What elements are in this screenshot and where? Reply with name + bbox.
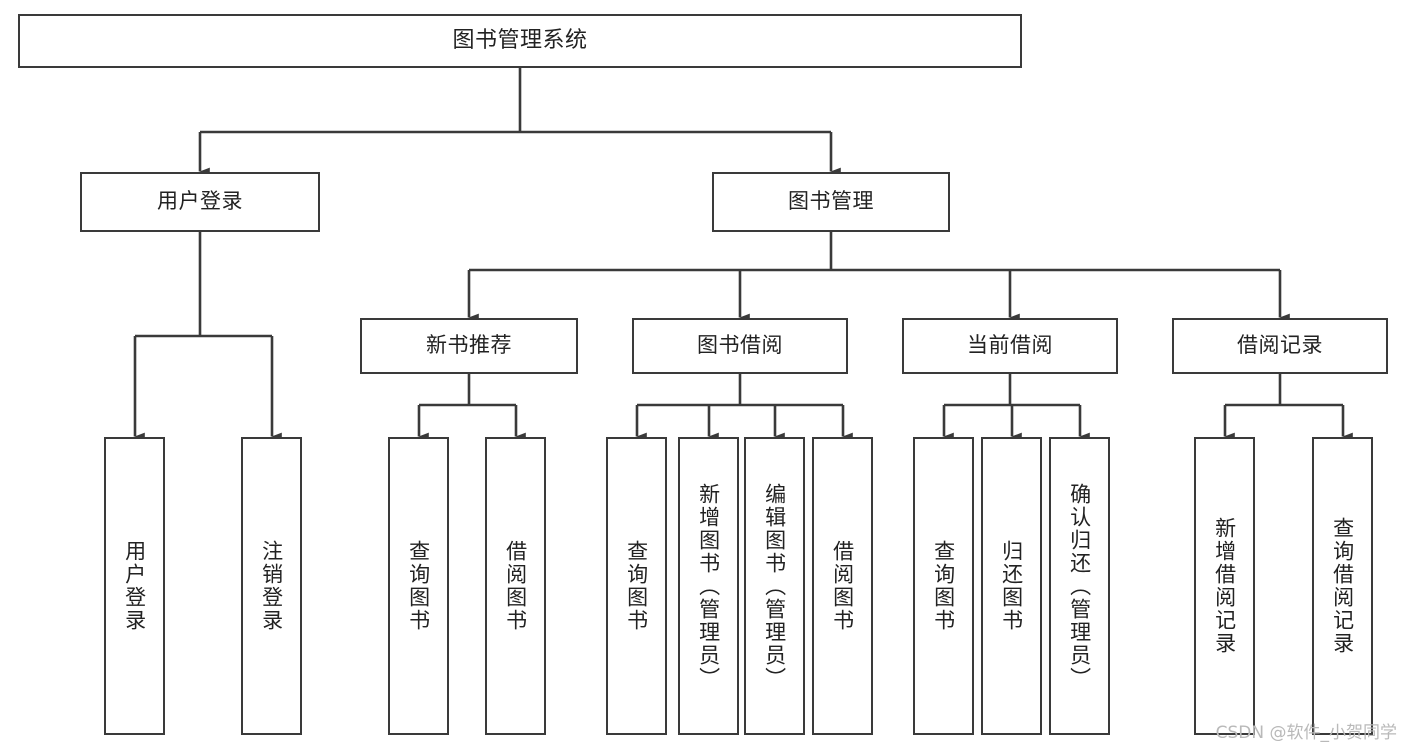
node-label: 归还图书 bbox=[999, 540, 1024, 632]
node-label: 查询图书 bbox=[931, 540, 956, 632]
node-label: 图书借阅 bbox=[697, 333, 783, 358]
node-book-management[interactable]: 图书管理 bbox=[712, 172, 950, 232]
node-label: 用户登录 bbox=[157, 189, 243, 214]
node-label: 图书管理 bbox=[788, 189, 874, 214]
leaf-edit-book-admin[interactable]: 编辑图书（管理员） bbox=[744, 437, 805, 735]
edge-paths bbox=[133, 68, 1353, 441]
leaf-add-borrow-record[interactable]: 新增借阅记录 bbox=[1194, 437, 1255, 735]
node-label: 用户登录 bbox=[122, 540, 147, 632]
leaf-confirm-return-admin[interactable]: 确认归还（管理员） bbox=[1049, 437, 1110, 735]
node-label: 借阅图书 bbox=[503, 540, 528, 632]
leaf-return-book[interactable]: 归还图书 bbox=[981, 437, 1042, 735]
node-label: 注销登录 bbox=[259, 540, 284, 632]
leaf-query-book-borrow[interactable]: 查询图书 bbox=[606, 437, 667, 735]
node-label: 借阅图书 bbox=[830, 540, 855, 632]
leaf-query-book-new[interactable]: 查询图书 bbox=[388, 437, 449, 735]
node-label: 新书推荐 bbox=[426, 333, 512, 358]
node-current-borrow[interactable]: 当前借阅 bbox=[902, 318, 1118, 374]
node-book-borrow[interactable]: 图书借阅 bbox=[632, 318, 848, 374]
node-label: 查询图书 bbox=[624, 540, 649, 632]
leaf-borrow-book[interactable]: 借阅图书 bbox=[812, 437, 873, 735]
watermark: CSDN @软件_小贺同学 bbox=[1215, 723, 1397, 743]
node-label: 确认归还（管理员） bbox=[1067, 482, 1092, 690]
leaf-query-book-current[interactable]: 查询图书 bbox=[913, 437, 974, 735]
leaf-user-login[interactable]: 用户登录 bbox=[104, 437, 165, 735]
node-label: 借阅记录 bbox=[1237, 333, 1323, 358]
node-label: 编辑图书（管理员） bbox=[762, 482, 787, 690]
node-user-login[interactable]: 用户登录 bbox=[80, 172, 320, 232]
node-borrow-records[interactable]: 借阅记录 bbox=[1172, 318, 1388, 374]
leaf-logout-login[interactable]: 注销登录 bbox=[241, 437, 302, 735]
node-label: 查询图书 bbox=[406, 540, 431, 632]
node-label: 当前借阅 bbox=[967, 333, 1053, 358]
node-label: 查询借阅记录 bbox=[1330, 517, 1355, 655]
node-label: 新增借阅记录 bbox=[1212, 517, 1237, 655]
node-root[interactable]: 图书管理系统 bbox=[18, 14, 1022, 68]
node-label: 新增图书（管理员） bbox=[696, 482, 721, 690]
node-new-book-recommend[interactable]: 新书推荐 bbox=[360, 318, 578, 374]
leaf-add-book-admin[interactable]: 新增图书（管理员） bbox=[678, 437, 739, 735]
leaf-borrow-book-new[interactable]: 借阅图书 bbox=[485, 437, 546, 735]
node-label: 图书管理系统 bbox=[452, 27, 588, 53]
leaf-query-borrow-record[interactable]: 查询借阅记录 bbox=[1312, 437, 1373, 735]
